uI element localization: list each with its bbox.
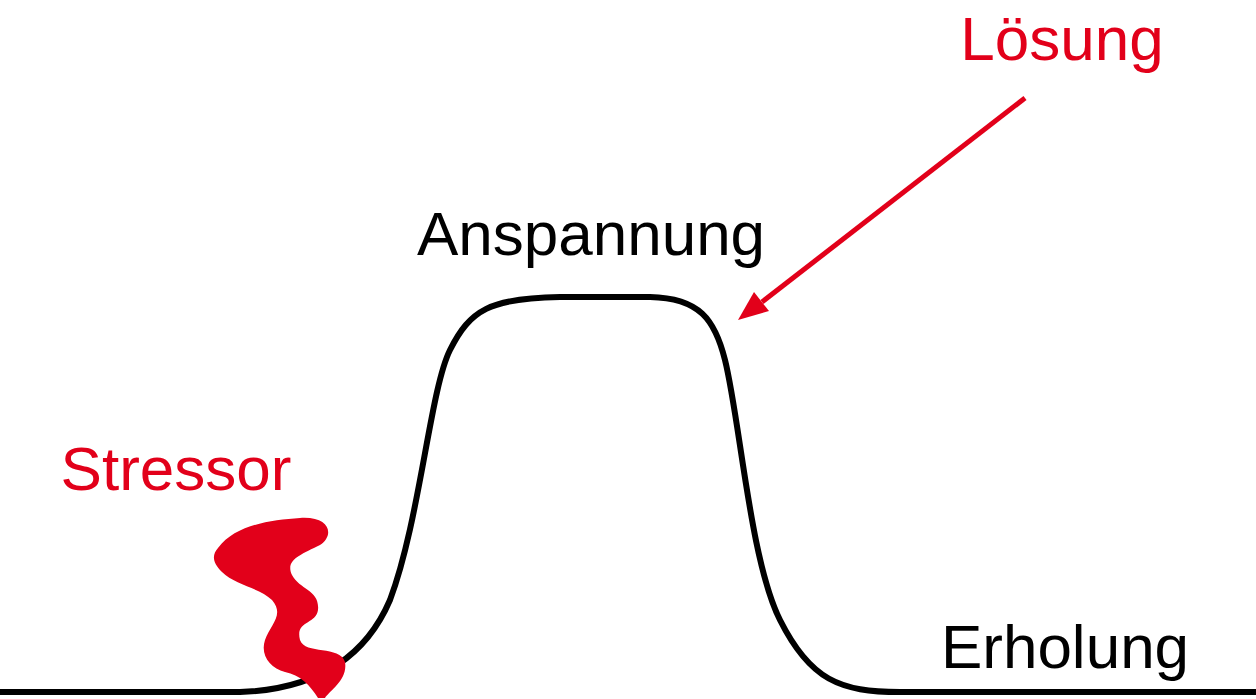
solution-arrow-head — [738, 292, 769, 320]
tension-label: Anspannung — [417, 203, 765, 265]
stressor-label: Stressor — [61, 438, 292, 500]
stressor-blob — [214, 518, 345, 698]
recovery-label: Erholung — [941, 616, 1189, 678]
solution-label: Lösung — [960, 8, 1163, 70]
tension-curve — [0, 297, 1256, 692]
solution-arrow-shaft — [762, 98, 1025, 302]
